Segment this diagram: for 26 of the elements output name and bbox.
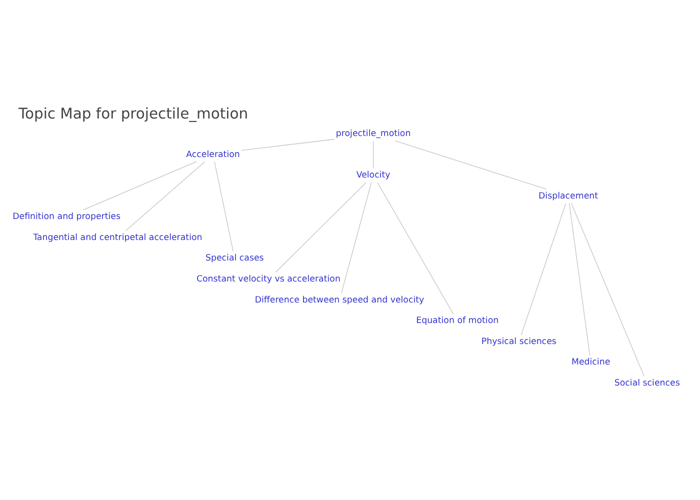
node-text: Special cases [205, 254, 264, 264]
connector [568, 202, 590, 356]
diagram-title: Topic Map for projectile_motion [18, 106, 248, 123]
node-text: Tangential and centripetal acceleration [33, 232, 202, 243]
connector [394, 140, 547, 190]
node-text: Definition and properties [12, 212, 120, 222]
node-text: Equation of motion [416, 316, 499, 326]
node-text: Displacement [538, 191, 598, 202]
connector [372, 140, 374, 169]
node-text: Constant velocity vs acceleration [196, 274, 340, 285]
connector [214, 161, 234, 252]
connector [240, 138, 334, 151]
connector [275, 182, 366, 273]
node-text: Social sciences [614, 378, 680, 389]
node-text: Velocity [356, 170, 390, 181]
node-text: Acceleration [186, 150, 240, 160]
node-text: Difference between speed and velocity [254, 295, 424, 306]
connector [82, 161, 197, 210]
node-text: Medicine [571, 358, 610, 368]
connector [125, 161, 206, 232]
connector [570, 202, 645, 377]
node-text: Physical sciences [481, 336, 556, 347]
connector [520, 202, 566, 336]
node-text: projectile_motion [336, 128, 411, 139]
connector [341, 182, 372, 294]
connector [376, 182, 454, 314]
